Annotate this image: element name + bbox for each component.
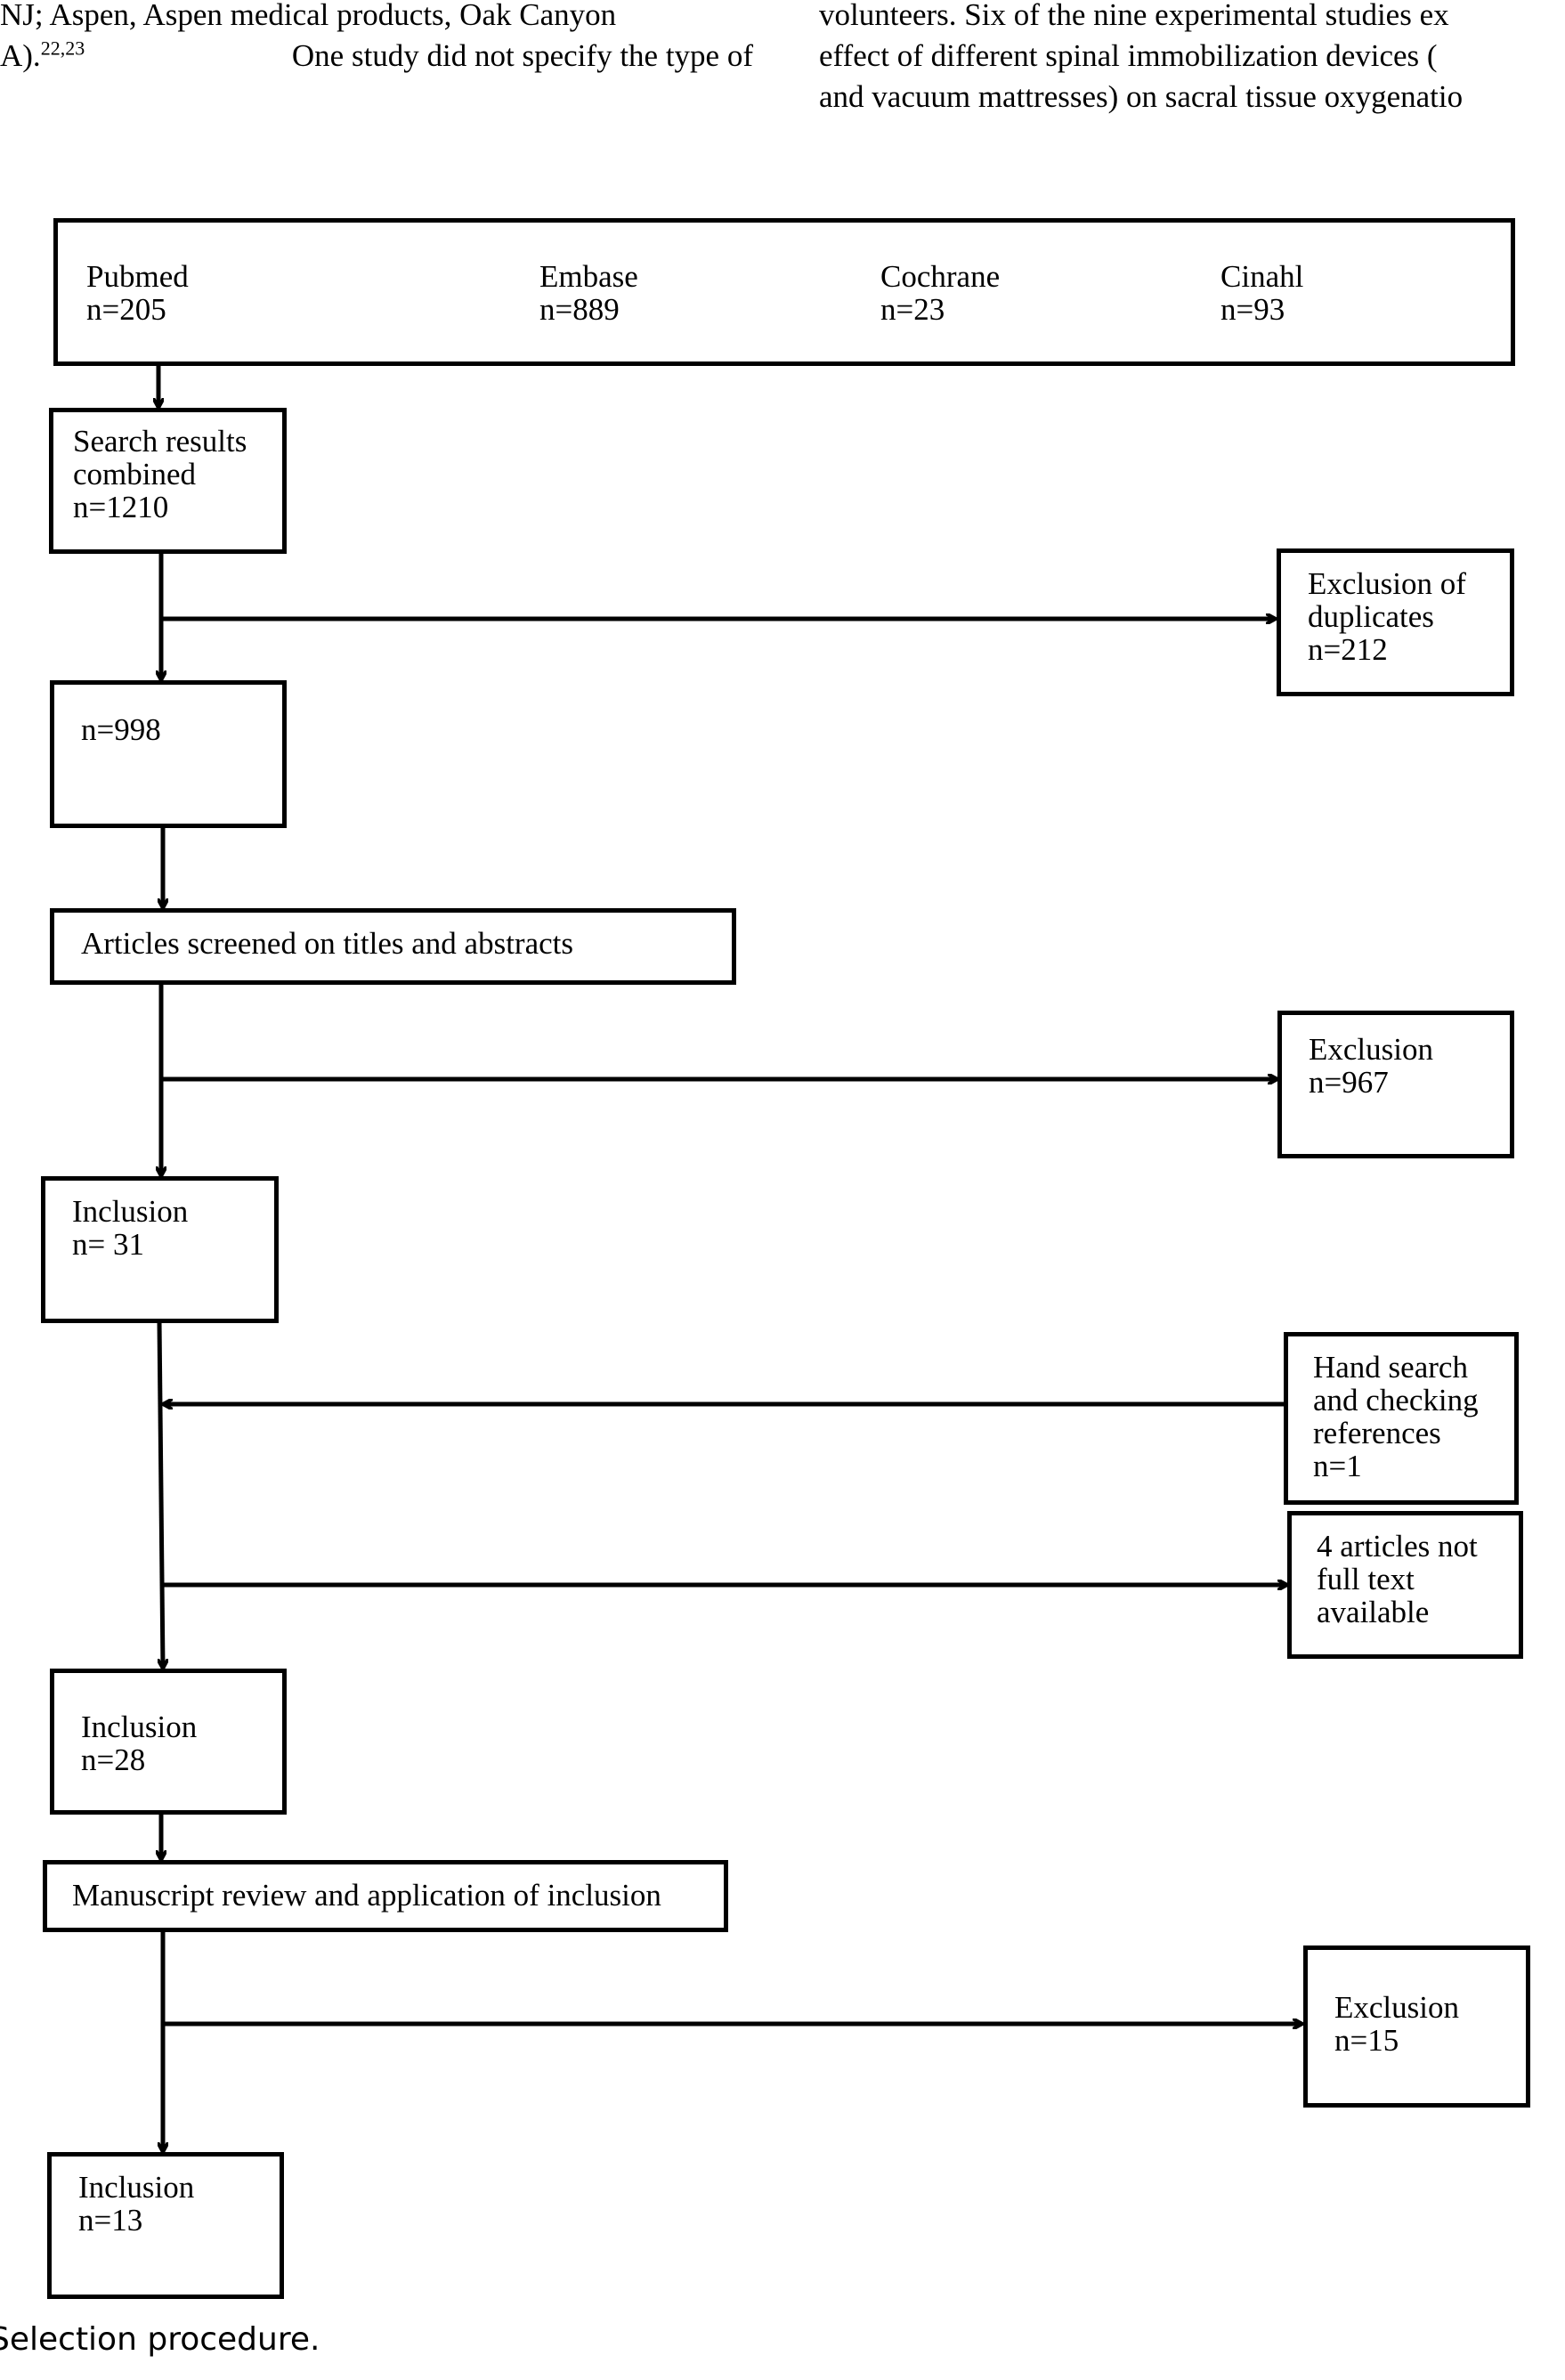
hand-search-box: Hand search and checking references n=1: [1284, 1332, 1519, 1505]
inclusion-31-box: Inclusion n= 31: [41, 1176, 279, 1323]
exclusion-duplicates-label: Exclusion of duplicates n=212: [1308, 566, 1466, 667]
manuscript-review-box: Manuscript review and application of inc…: [43, 1860, 728, 1932]
search-results-combined-box: Search results combined n=1210: [49, 408, 287, 554]
context-text-left-line-2: A).22,23 One study did not specify the t…: [0, 37, 753, 73]
not-full-text-box: 4 articles not full text available: [1287, 1511, 1523, 1659]
articles-screened-box: Articles screened on titles and abstract…: [50, 908, 736, 985]
context-text-right-line-3: and vacuum mattresses) on sacral tissue …: [819, 79, 1464, 114]
inclusion-13-label: Inclusion n=13: [78, 2170, 195, 2238]
manuscript-review-label: Manuscript review and application of inc…: [72, 1878, 661, 1913]
citation-superscript: 22,23: [40, 37, 85, 60]
context-text-left-line-2-start: A).22,23: [0, 37, 85, 73]
search-results-combined-label: Search results combined n=1210: [73, 424, 247, 524]
exclusion-screening-box: Exclusion n=967: [1277, 1011, 1514, 1158]
figure-caption: Selection procedure.: [0, 2321, 320, 2358]
inclusion-31-label: Inclusion n= 31: [72, 1194, 189, 1262]
after-duplicates-box: n=998: [50, 680, 287, 828]
context-text-left-line-1: NJ; Aspen, Aspen medical products, Oak C…: [0, 0, 617, 32]
inclusion-13-box: Inclusion n=13: [47, 2152, 284, 2299]
line-inclusion-31-to-28: [157, 1320, 163, 1669]
after-duplicates-label: n=998: [81, 712, 161, 747]
inclusion-28-label: Inclusion n=28: [81, 1710, 198, 1777]
context-text-right-line-2: effect of different spinal immobilizatio…: [819, 38, 1438, 73]
hand-search-label: Hand search and checking references n=1: [1313, 1350, 1479, 1483]
exclusion-duplicates-box: Exclusion of duplicates n=212: [1277, 548, 1514, 696]
articles-screened-label: Articles screened on titles and abstract…: [81, 926, 573, 961]
context-text-right-line-1: volunteers. Six of the nine experimental…: [819, 0, 1449, 32]
not-full-text-label: 4 articles not full text available: [1317, 1529, 1478, 1629]
inclusion-28-box: Inclusion n=28: [50, 1669, 287, 1815]
exclusion-review-label: Exclusion n=15: [1334, 1990, 1459, 2058]
exclusion-screening-label: Exclusion n=967: [1309, 1032, 1433, 1100]
exclusion-review-box: Exclusion n=15: [1303, 1945, 1530, 2108]
context-text-left-line-2-end: One study did not specify the type of: [291, 38, 753, 73]
